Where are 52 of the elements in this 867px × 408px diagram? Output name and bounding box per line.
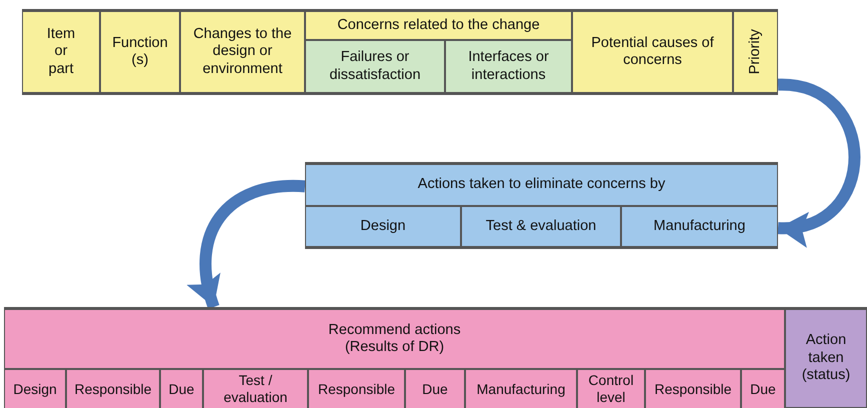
cell-label: Changes to the design or environment (192, 26, 293, 78)
cell-label: Interfaces or interactions (467, 49, 550, 84)
table-cell (445, 40, 572, 93)
table-cell (577, 369, 645, 408)
table-cell (308, 369, 405, 408)
table-cell (4, 309, 785, 369)
cell-label: Actions taken to eliminate concerns by (418, 176, 666, 194)
table-cell (100, 11, 180, 93)
cell-label: Test / evaluation (222, 372, 288, 406)
cell-label: Responsible (74, 380, 152, 398)
cell-label: Responsible (318, 380, 396, 398)
table-cell (405, 369, 465, 408)
table-cell (305, 164, 778, 206)
cell-label: Item or part (46, 26, 76, 78)
cell-label: Due (422, 380, 448, 398)
table-cell (305, 11, 572, 40)
table-cell (66, 369, 160, 408)
table-cell (461, 206, 621, 247)
cell-label: Action taken (status) (800, 332, 852, 385)
table-cell (203, 369, 308, 408)
cell-label: Test & evaluation (486, 218, 596, 236)
table-cell (465, 369, 577, 408)
table-panel (22, 9, 778, 95)
cell-label: Control level (587, 372, 635, 406)
table-cell (733, 11, 778, 93)
cell-label: Potential causes of concerns (590, 34, 715, 70)
table-cell (572, 11, 733, 93)
table-cell (305, 40, 445, 93)
cell-label: Design (13, 380, 57, 398)
table-cell (785, 309, 867, 408)
cell-label: Failures or dissatisfaction (328, 49, 422, 84)
cell-label: Concerns related to the change (337, 16, 540, 34)
cell-label: Manufacturing (476, 380, 566, 398)
cell-label: Manufacturing (654, 218, 746, 236)
cell-label: Function (s) (111, 34, 169, 70)
cell-label: Recommend actions (Results of DR) (327, 322, 462, 356)
curved-arrow (188, 180, 306, 309)
table-cell (4, 369, 66, 408)
table-panel (305, 162, 778, 249)
cell-label: Priority (746, 29, 764, 75)
table-panel (4, 307, 867, 408)
cell-label: Due (168, 380, 194, 398)
table-cell (22, 11, 100, 93)
table-cell (305, 206, 461, 247)
table-cell (741, 369, 785, 408)
cell-label: Due (750, 380, 776, 398)
cell-label: Design (360, 218, 406, 236)
table-cell (645, 369, 741, 408)
cell-label: Responsible (654, 380, 732, 398)
table-cell (180, 11, 305, 93)
table-cell (160, 369, 203, 408)
table-cell (621, 206, 778, 247)
